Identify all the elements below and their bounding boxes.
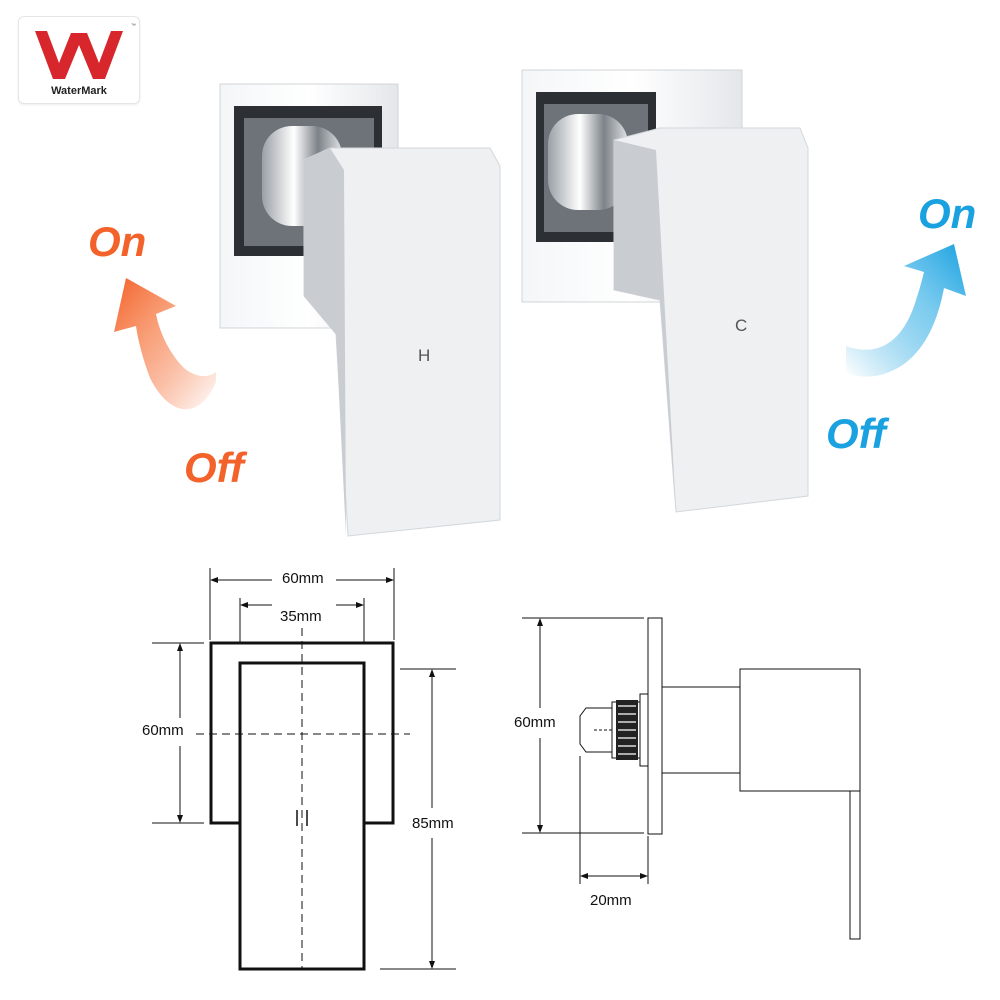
dim-width-inner: 35mm — [280, 608, 322, 625]
dim-plate-height: 60mm — [142, 722, 184, 739]
cold-off-label: Off — [826, 410, 886, 457]
dim-total-height: 85mm — [412, 815, 454, 832]
hot-handle-letter: H — [418, 346, 431, 365]
on-off-arrow-icon — [114, 278, 216, 410]
hot-on-label: On — [88, 218, 147, 265]
dim-side-height: 60mm — [514, 714, 556, 731]
on-off-arrow-icon — [846, 244, 966, 377]
hot-off-label: Off — [184, 444, 244, 491]
cold-tap — [521, 69, 809, 513]
logo-brand-text: WaterMark — [51, 85, 107, 97]
watermark-logo-icon — [35, 31, 123, 79]
cold-on-label: On — [918, 190, 977, 237]
product-photo — [114, 69, 966, 537]
side-drawing — [522, 617, 861, 940]
dim-side-depth: 20mm — [590, 892, 632, 909]
hot-tap — [219, 83, 501, 537]
watermark-logo: ™ WaterMark — [18, 16, 140, 104]
cold-handle-letter: C — [735, 316, 748, 335]
front-drawing — [152, 568, 456, 971]
dim-width-outer: 60mm — [282, 570, 324, 587]
